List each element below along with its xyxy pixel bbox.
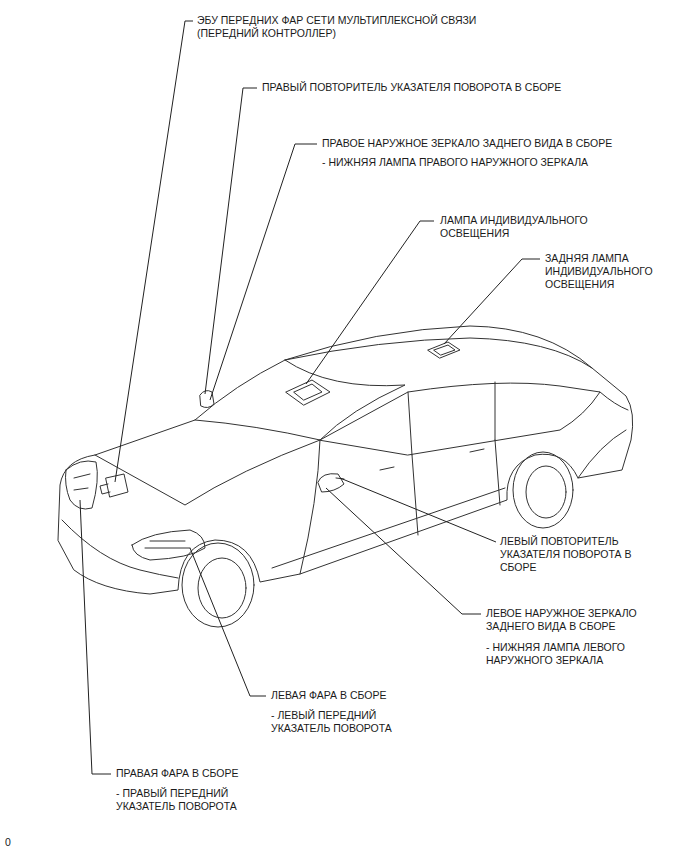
part-label: ПРАВЫЙ ПОВТОРИТЕЛЬ УКАЗАТЕЛЯ ПОВОРОТА В …	[262, 81, 561, 94]
hood-line	[95, 440, 320, 505]
leader-line	[340, 478, 496, 542]
roof-line	[285, 338, 592, 368]
door-lines	[300, 440, 500, 574]
leader-line	[444, 259, 540, 344]
left-headlight-detail	[145, 541, 190, 548]
part-label: ПРАВАЯ ФАРА В СБОРЕ	[116, 767, 238, 780]
left-mirror	[318, 474, 344, 492]
front-rim	[198, 558, 246, 618]
part-label: - ЛЕВЫЙ ПЕРЕДНИЙ УКАЗАТЕЛЬ ПОВОРОТА	[271, 709, 413, 735]
part-label: ПРАВОЕ НАРУЖНОЕ ЗЕРКАЛО ЗАДНЕГО ВИДА В С…	[322, 137, 612, 150]
part-label: ЗАДНЯЯ ЛАМПА ИНДИВИДУАЛЬНОГО ОСВЕЩЕНИЯ	[545, 252, 667, 291]
leader-line	[306, 221, 434, 384]
leader-line	[205, 88, 257, 394]
part-label: - ПРАВЫЙ ПЕРЕДНИЙ УКАЗАТЕЛЬ ПОВОРОТА	[116, 787, 258, 813]
sill-line	[272, 488, 505, 568]
left-headlight	[132, 530, 205, 560]
trunk-line	[578, 392, 628, 478]
front-bumper	[62, 520, 178, 578]
part-label: ЛЕВАЯ ФАРА В СБОРЕ	[271, 689, 386, 702]
window-pillar	[408, 382, 495, 455]
leader-line	[190, 548, 266, 696]
rear-wheel	[513, 452, 573, 528]
room-lamp	[286, 380, 330, 405]
rear-rim	[526, 466, 566, 518]
leader-line	[210, 144, 317, 400]
side-windows	[320, 383, 600, 455]
part-label: ЭБУ ПЕРЕДНИХ ФАР СЕТИ МУЛЬТИПЛЕКСНОЙ СВЯ…	[197, 14, 537, 40]
rear-room-lamp	[428, 342, 460, 358]
right-headlight	[66, 461, 98, 509]
leader-line	[80, 500, 111, 774]
part-label: - НИЖНЯЯ ЛАМПА ЛЕВОГО НАРУЖНОГО ЗЕРКАЛА	[486, 641, 654, 667]
windshield	[195, 360, 405, 440]
figure-number: 0	[5, 836, 11, 849]
part-label: ЛЕВЫЙ ПОВТОРИТЕЛЬ УКАЗАТЕЛЯ ПОВОРОТА В С…	[500, 535, 634, 574]
right-headlight-detail	[74, 474, 90, 490]
door-handles	[380, 449, 484, 470]
part-label: - НИЖНЯЯ ЛАМПА ПРАВОГО НАРУЖНОГО ЗЕРКАЛА	[322, 156, 588, 169]
part-label: ЛАМПА ИНДИВИДУАЛЬНОГО ОСВЕЩЕНИЯ	[440, 214, 605, 240]
leader-line	[115, 21, 193, 482]
part-label: ЛЕВОЕ НАРУЖНОЕ ЗЕРКАЛО ЗАДНЕГО ВИДА В СБ…	[486, 607, 654, 633]
headlight-ecu	[100, 474, 128, 497]
leader-line	[326, 488, 481, 614]
